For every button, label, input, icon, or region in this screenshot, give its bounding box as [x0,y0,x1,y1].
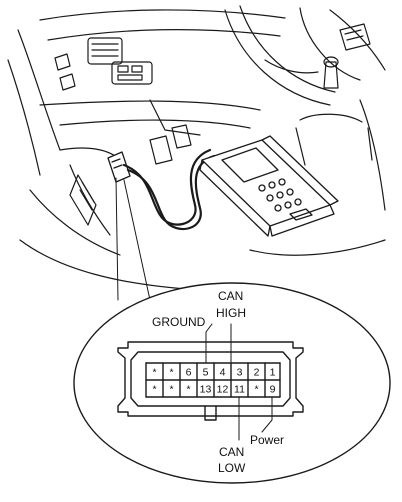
pin-top-4: 5 [203,367,209,379]
callout-lines [205,323,273,441]
pin-bottom-8: 9 [270,384,276,396]
dashboard-illustration [7,5,386,291]
pin-top-6: 3 [237,367,243,379]
pin-bottom-2: * [169,384,173,396]
pin-top-1: * [152,367,156,379]
label-can-low-line2: LOW [218,461,246,475]
scan-tool-device [199,135,339,237]
pin-top-3: 6 [186,367,192,379]
scan-tool-cable [122,148,216,230]
label-power: Power [250,433,284,447]
magnify-leader-lines [115,177,151,301]
pin-bottom-5: 12 [217,384,229,396]
label-can-high-line2: HIGH [216,306,246,320]
pin-bottom-7: * [254,384,258,396]
dlc-connector-face [117,341,304,421]
connector-top-row: * * 6 5 4 3 2 1 [152,367,275,379]
pin-bottom-6: 11 [234,384,245,396]
pin-bottom-4: 13 [200,384,212,396]
pin-bottom-3: * [186,384,190,396]
pin-bottom-1: * [152,384,156,396]
pin-top-7: 2 [254,367,260,379]
pin-top-2: * [169,367,173,379]
label-can-high-line1: CAN [218,289,243,303]
label-can-low-line1: CAN [219,445,244,459]
connector-bottom-row: * * * 13 12 11 * 9 [152,384,275,396]
pin-top-8: 1 [270,367,276,379]
label-ground: GROUND [152,315,206,329]
dlc-socket-under-dash [107,151,131,183]
pin-top-5: 4 [220,367,226,379]
